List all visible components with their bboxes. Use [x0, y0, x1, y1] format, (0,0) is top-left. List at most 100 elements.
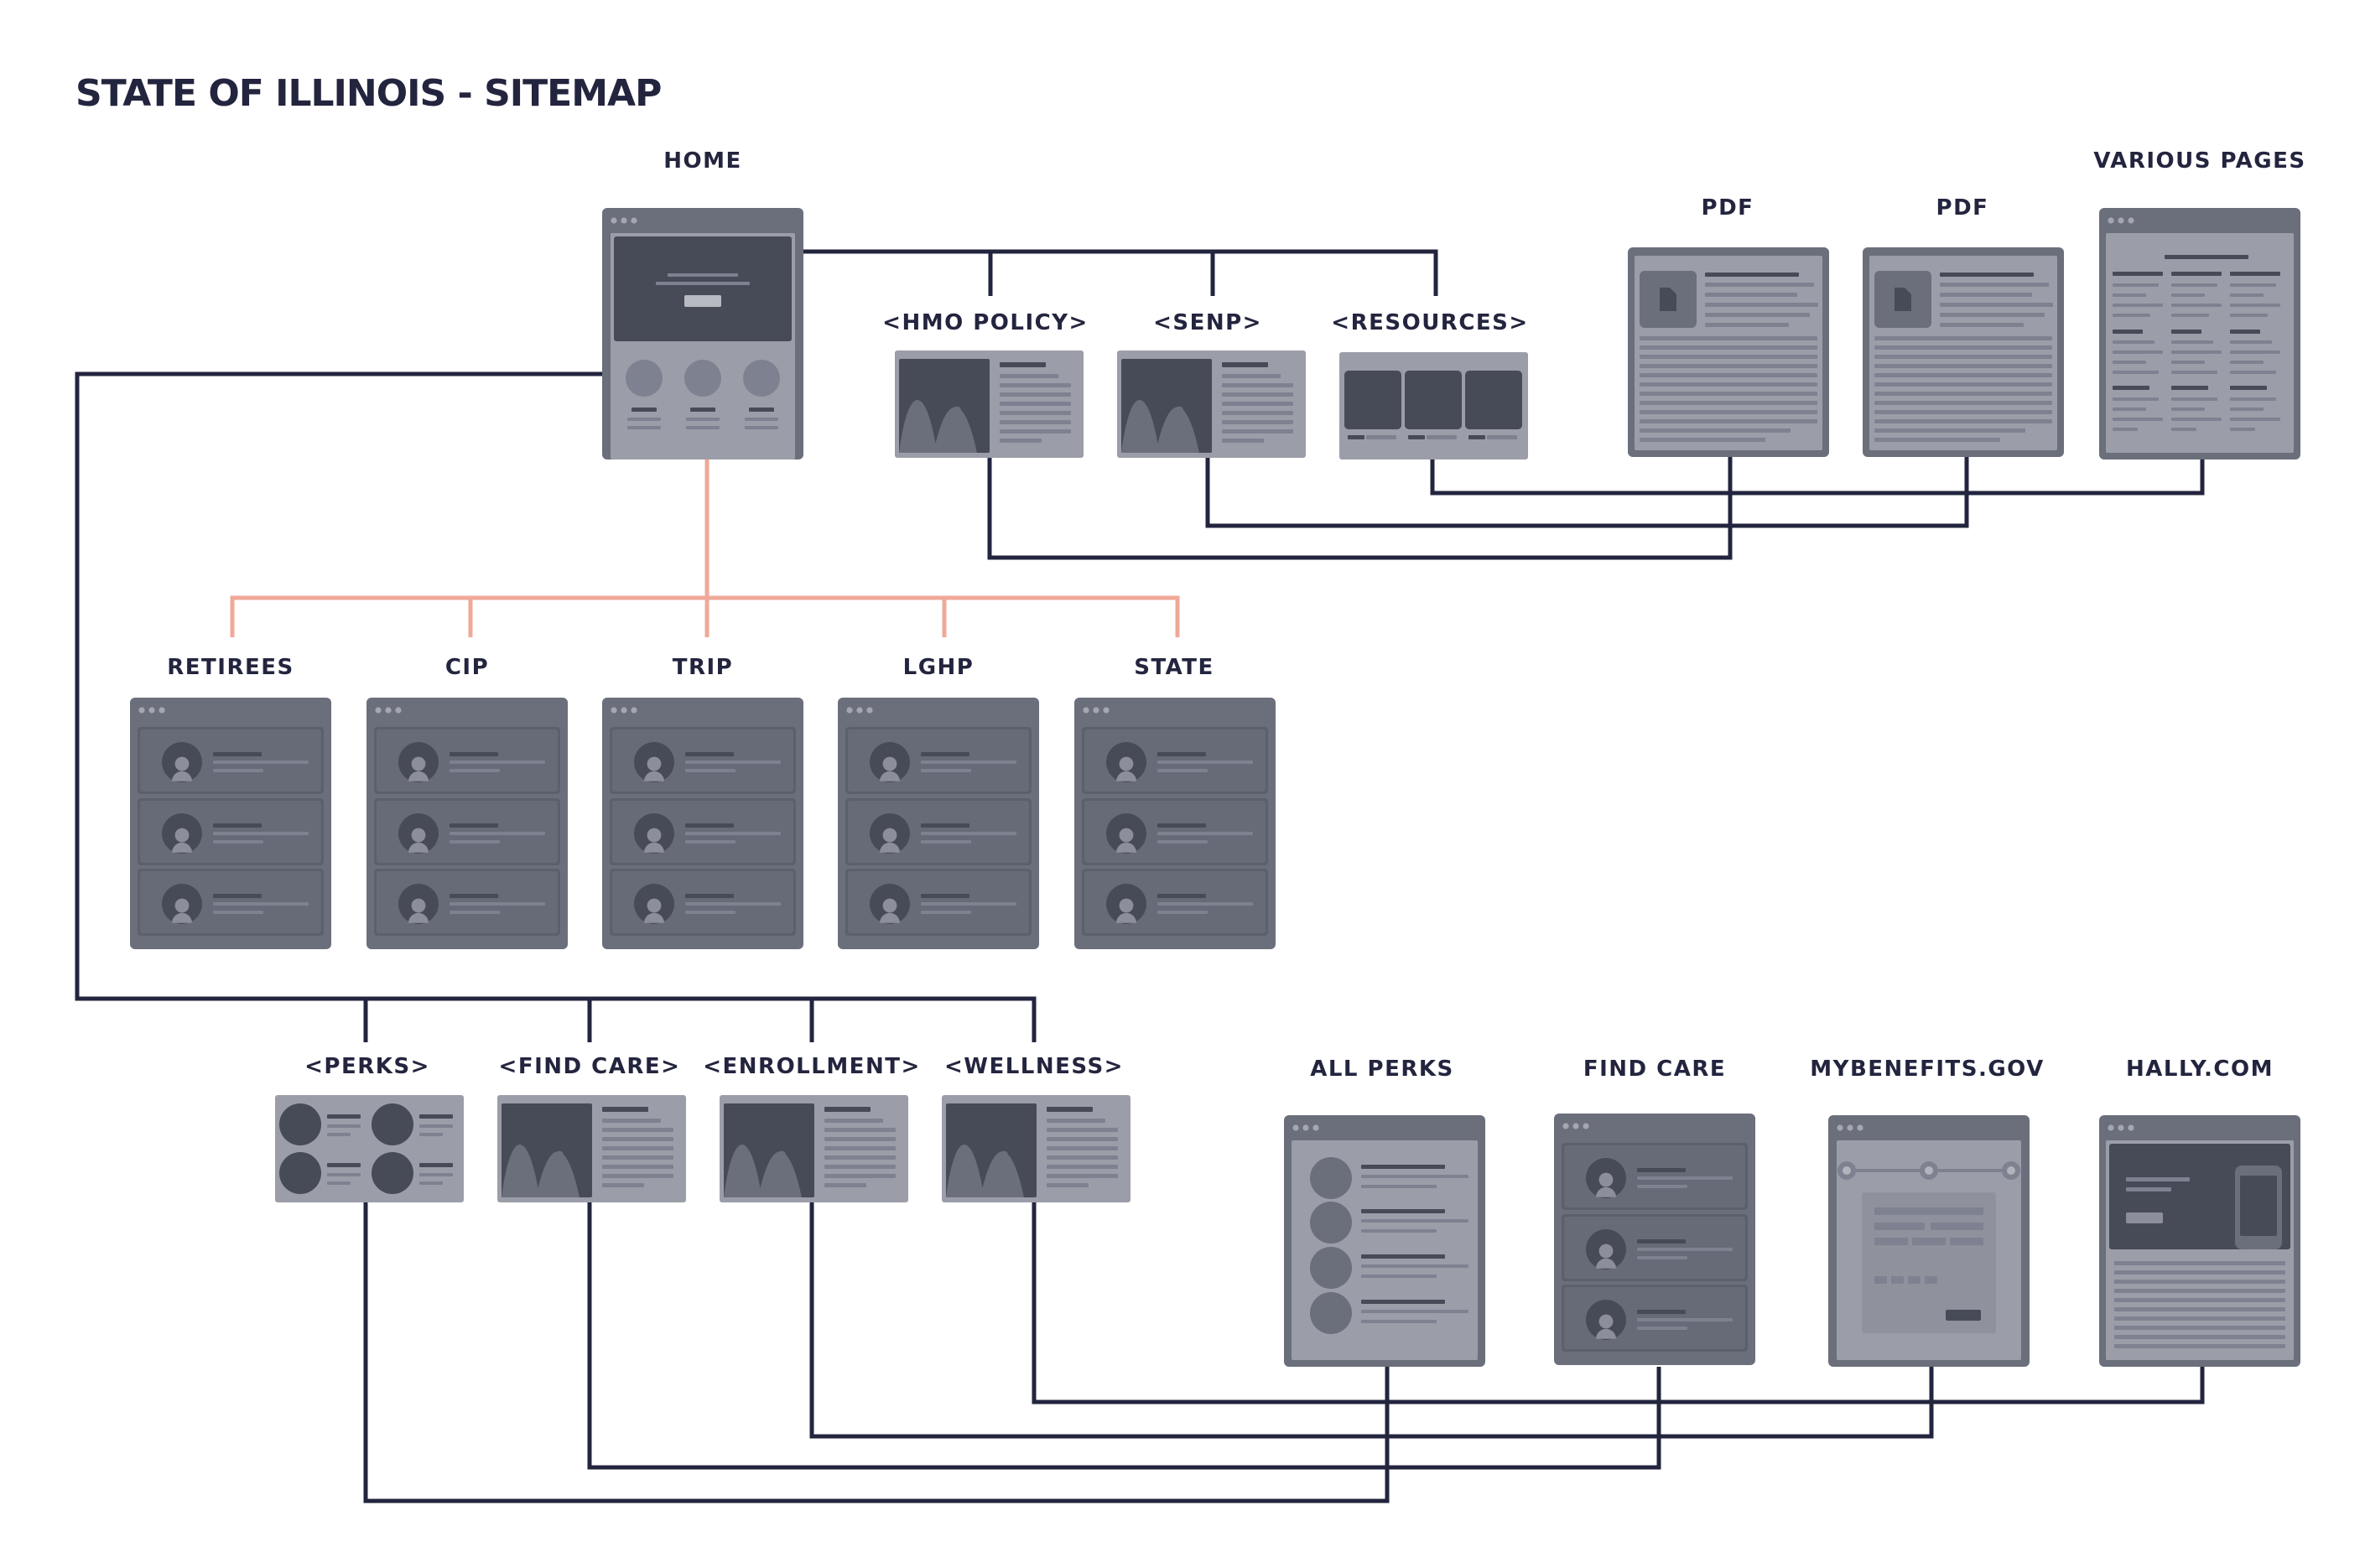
label-senp: <SENP> — [1153, 310, 1262, 335]
avatar-body — [172, 842, 192, 853]
text-line — [1874, 373, 2052, 377]
text-line — [602, 1174, 673, 1178]
text-line — [921, 832, 1016, 835]
avatar-body — [1116, 771, 1136, 781]
senp-module — [1117, 350, 1306, 458]
avatar-body — [1596, 1328, 1616, 1339]
window-dot — [1847, 1124, 1853, 1131]
text-line — [1640, 401, 1817, 405]
button-placeholder — [2126, 1212, 2163, 1223]
text-line — [450, 769, 500, 772]
file-icon — [1895, 288, 1911, 311]
text-line — [2171, 386, 2208, 390]
label-find-care-module: <FIND CARE> — [499, 1054, 681, 1079]
label-trip: TRIP — [673, 655, 734, 680]
sun — [555, 1150, 564, 1160]
text-line — [2113, 340, 2154, 344]
text-line — [1222, 392, 1293, 397]
avatar-head — [1119, 898, 1134, 913]
text-line — [213, 823, 262, 828]
step-dot-inner — [2007, 1166, 2015, 1175]
window-dot — [2118, 1124, 2124, 1131]
window-dot — [1857, 1124, 1863, 1131]
feature-circle — [626, 360, 663, 397]
text-line — [2126, 1187, 2171, 1192]
text-line — [1640, 428, 1791, 433]
text-line — [450, 752, 498, 756]
perk-circle — [1310, 1292, 1352, 1334]
window-dot — [138, 707, 145, 714]
text-line — [1000, 411, 1071, 415]
text-line — [685, 832, 781, 835]
text-line — [2230, 293, 2264, 297]
label-lghp: LGHP — [903, 655, 975, 680]
text-line — [2171, 361, 2205, 364]
text-line — [921, 840, 971, 844]
text-line — [1000, 362, 1046, 367]
text-line — [2230, 314, 2268, 317]
text-line — [419, 1124, 453, 1128]
text-line — [2230, 397, 2276, 401]
text-line — [1366, 435, 1396, 439]
text-line — [685, 902, 781, 906]
text-line — [1705, 323, 1789, 327]
text-line — [602, 1165, 673, 1169]
text-line — [327, 1133, 351, 1136]
window-dot — [1302, 1124, 1309, 1131]
mountain — [933, 407, 977, 453]
connector-wellness-hally — [1032, 1202, 2205, 1404]
text-line — [2230, 350, 2280, 354]
text-line — [1047, 1155, 1118, 1160]
avatar-body — [408, 771, 429, 781]
avatar-head — [411, 898, 426, 913]
text-line — [1361, 1310, 1468, 1313]
window-dot — [621, 707, 627, 714]
label-resources: <RESOURCES> — [1331, 310, 1528, 335]
text-line — [1157, 832, 1253, 835]
text-line — [685, 761, 781, 764]
text-line — [824, 1137, 896, 1141]
perk-circle — [1310, 1247, 1352, 1289]
text-line — [824, 1107, 871, 1112]
perk-circle — [279, 1152, 321, 1194]
text-line — [1874, 355, 2052, 359]
text-line — [2171, 371, 2217, 374]
window-dot — [2118, 217, 2124, 224]
text-line — [1222, 383, 1293, 387]
avatar-body — [408, 912, 429, 923]
text-line — [2171, 350, 2222, 354]
text-line — [1637, 1168, 1686, 1172]
text-line — [2113, 361, 2146, 364]
text-line — [1157, 769, 1208, 772]
window-dot — [846, 707, 853, 714]
window-dot — [866, 707, 873, 714]
text-line — [1361, 1185, 1437, 1188]
text-line — [2114, 1298, 2285, 1302]
mountain — [502, 1145, 540, 1197]
text-line — [1637, 1256, 1687, 1259]
text-line — [2113, 371, 2159, 374]
text-line — [1637, 1239, 1686, 1243]
window-dot — [1292, 1124, 1299, 1131]
text-line — [627, 426, 661, 429]
text-line — [690, 408, 715, 412]
text-line — [749, 408, 774, 412]
window-dot — [631, 217, 637, 224]
text-line — [824, 1174, 896, 1178]
node-labels: HOME <HMO POLICY> <SENP> <RESOURCES> PDF… — [167, 148, 2305, 1082]
text-line — [1940, 283, 2049, 287]
text-line — [1874, 438, 2000, 442]
avatar-head — [647, 828, 662, 843]
avatar-head — [647, 756, 662, 771]
text-line — [450, 761, 545, 764]
retirees-page-node — [130, 698, 331, 949]
connector-resources-various — [1430, 457, 2205, 496]
text-line — [1000, 420, 1071, 424]
text-line — [1157, 902, 1253, 906]
text-line — [1637, 1310, 1686, 1314]
text-line — [1640, 410, 1817, 414]
text-line — [1874, 419, 2052, 423]
text-line — [685, 840, 735, 844]
text-line — [1940, 273, 2034, 277]
